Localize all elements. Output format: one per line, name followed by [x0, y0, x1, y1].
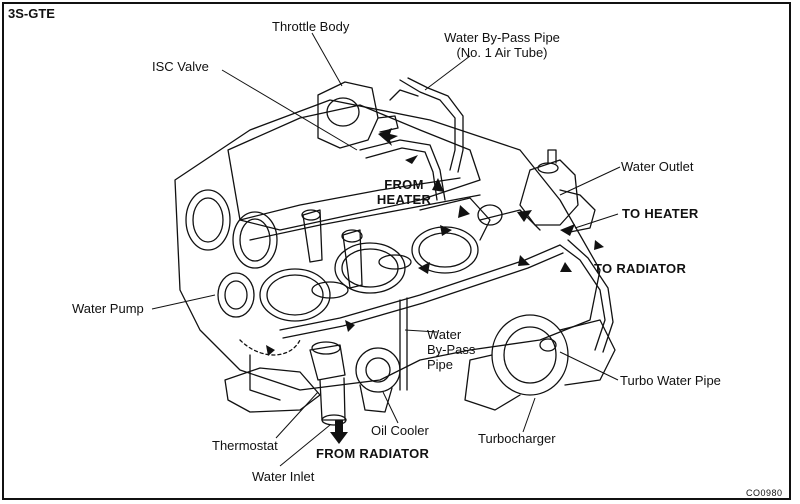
leader-to-heater	[574, 213, 619, 229]
label-to-radiator: TO RADIATOR	[594, 261, 687, 276]
leader-water-inlet	[279, 424, 331, 467]
label-turbocharger: Turbocharger	[478, 431, 556, 446]
label-water-bypass-pipe-line1: Water	[427, 327, 462, 342]
label-from-heater-line1: FROM	[384, 177, 424, 192]
figure-code: CO0980	[746, 488, 783, 498]
leader-water-bypass-pipe	[404, 329, 438, 333]
leader-thermostat	[275, 391, 319, 439]
label-water-outlet: Water Outlet	[621, 159, 694, 174]
cylinder-bores	[259, 226, 479, 322]
front-pulley-openings	[185, 189, 278, 318]
leader-turbocharger	[522, 397, 536, 433]
leader-isc-valve	[221, 69, 358, 151]
leader-turbo-water-pipe	[559, 351, 619, 381]
leader-water-pump	[151, 294, 216, 310]
label-turbo-water-pipe: Turbo Water Pipe	[620, 373, 721, 388]
thermostat-drawing	[309, 341, 347, 426]
label-from-radiator: FROM RADIATOR	[316, 446, 430, 461]
bypass-air-tube	[389, 77, 464, 173]
diagram-frame	[2, 2, 791, 500]
label-bypass-air-tube-line1: Water By-Pass Pipe	[444, 30, 560, 45]
valves	[301, 209, 412, 299]
leader-bypass-air-tube	[424, 55, 471, 91]
label-water-bypass-pipe-line2: By-Pass	[427, 342, 476, 357]
label-water-pump: Water Pump	[72, 301, 144, 316]
label-to-heater: TO HEATER	[622, 206, 699, 221]
label-throttle-body: Throttle Body	[272, 19, 350, 34]
engine-code: 3S-GTE	[8, 6, 55, 21]
label-oil-cooler: Oil Cooler	[371, 423, 429, 438]
long-bypass-pipe	[279, 244, 564, 391]
label-from-heater: FROM HEATER	[374, 177, 434, 207]
turbocharger-drawing	[464, 314, 616, 411]
label-from-heater-line2: HEATER	[376, 192, 432, 207]
oil-cooler-drawing	[355, 347, 401, 413]
label-bypass-air-tube-line2: (No. 1 Air Tube)	[456, 45, 548, 60]
flow-arrows	[266, 128, 604, 444]
engine-block-outline	[174, 99, 601, 391]
label-thermostat: Thermostat	[212, 438, 278, 453]
leader-oil-cooler	[382, 391, 399, 424]
label-isc-valve: ISC Valve	[152, 59, 209, 74]
water-outlet-drawing	[519, 149, 596, 233]
label-water-inlet: Water Inlet	[252, 469, 315, 484]
label-water-bypass-pipe: Water By-Pass Pipe	[427, 327, 475, 372]
leader-throttle-body	[311, 32, 343, 87]
label-water-bypass-pipe-line3: Pipe	[427, 357, 454, 372]
leader-water-outlet	[559, 166, 621, 196]
label-bypass-air-tube: Water By-Pass Pipe (No. 1 Air Tube)	[432, 30, 572, 60]
